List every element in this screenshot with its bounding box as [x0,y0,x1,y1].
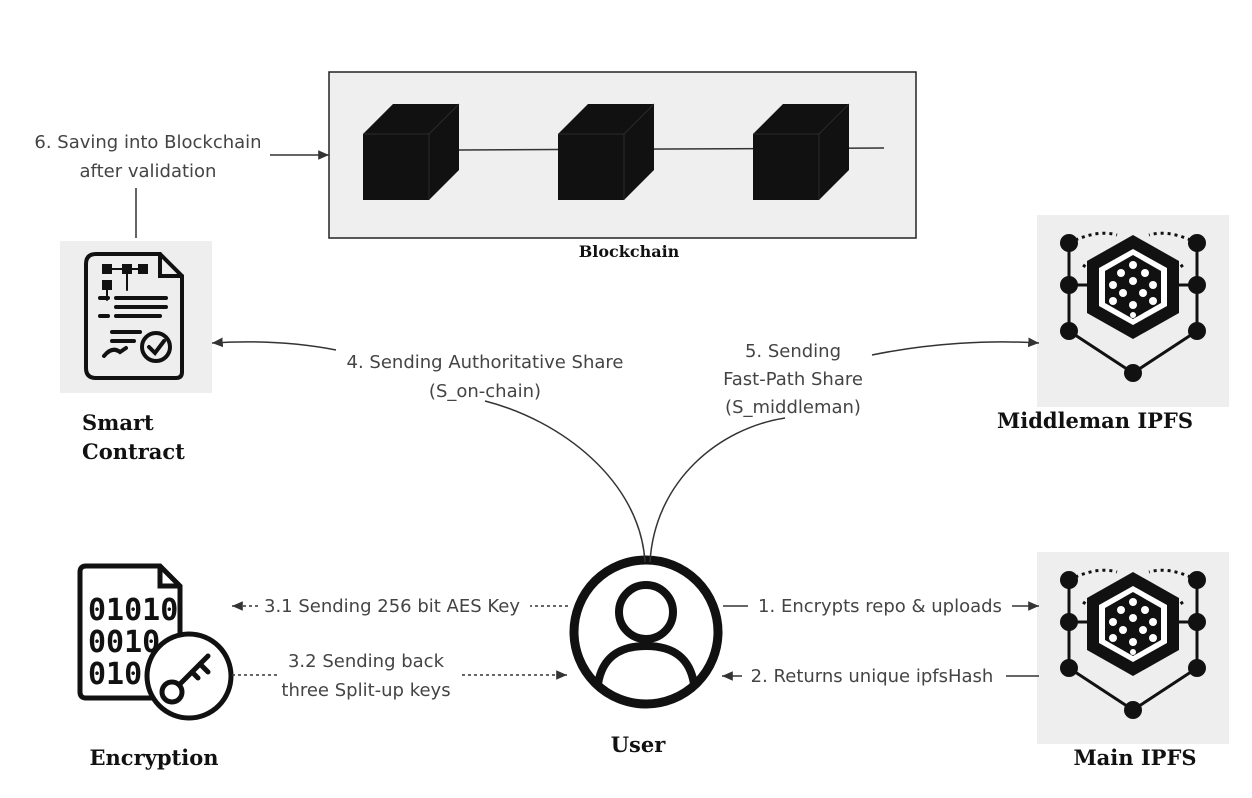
edge-encrypts-and-uploads: 1. Encrypts repo & uploads [723,596,1039,617]
edge-2-label: 2. Returns unique ipfsHash [751,666,994,687]
edge-3-1-label: 3.1 Sending 256 bit AES Key [264,596,520,617]
main-ipfs-node: Main IPFS [1035,550,1231,770]
smart-contract-label-line1: Smart [82,410,154,435]
edge-5-label-line3: (S_middleman) [725,397,861,418]
middleman-ipfs-label: Middleman IPFS [997,408,1193,433]
binary-row-2: 0010 [88,625,160,660]
edge-saving-into-blockchain: 6. Saving into Blockchain after validati… [34,132,329,238]
blockchain-label: Blockchain [579,242,680,261]
ipfs-network-icon [1035,213,1231,409]
middleman-ipfs-node: Middleman IPFS [997,213,1231,433]
blockchain-node: Blockchain [328,71,917,261]
main-ipfs-label: Main IPFS [1073,745,1196,770]
edge-3-2-label-line2: three Split-up keys [281,680,450,701]
user-node: User [569,555,723,757]
edge-1-label: 1. Encrypts repo & uploads [758,596,1002,617]
edge-5-label-line1: 5. Sending [745,341,841,362]
encryption-node: 01010 0010 010 Encryption [77,563,234,770]
ipfs-network-icon [1035,550,1231,746]
edge-4-label-line1: 4. Sending Authoritative Share [347,352,624,373]
edge-sending-authoritative-share: 4. Sending Authoritative Share (S_on-cha… [211,337,646,563]
edge-sending-aes-key: 3.1 Sending 256 bit AES Key [232,596,568,617]
edge-6-label-line1: 6. Saving into Blockchain [34,132,261,153]
edge-6-label-line2: after validation [80,161,217,182]
edge-returns-ipfs-hash: 2. Returns unique ipfsHash [722,666,1039,687]
user-avatar-icon [569,555,723,709]
edge-sending-back-split-keys: 3.2 Sending back three Split-up keys [232,651,567,701]
edge-4-label-line2: (S_on-chain) [429,381,541,402]
binary-row-3: 010 [88,657,142,692]
binary-file-key-icon: 01010 0010 010 [77,563,234,721]
blockchain-blocks-icon [362,103,885,201]
smart-contract-document-icon [84,252,184,380]
user-label: User [611,732,666,757]
encryption-label: Encryption [90,745,219,770]
binary-row-1: 01010 [88,593,178,628]
edge-5-label-line2: Fast-Path Share [723,369,863,390]
smart-contract-label-line2: Contract [82,439,185,464]
edge-3-2-label-line1: 3.2 Sending back [288,651,445,672]
key-icon [159,653,211,705]
smart-contract-node: Smart Contract [60,241,212,464]
edge-sending-fast-path-share: 5. Sending Fast-Path Share (S_middleman) [649,337,1040,563]
